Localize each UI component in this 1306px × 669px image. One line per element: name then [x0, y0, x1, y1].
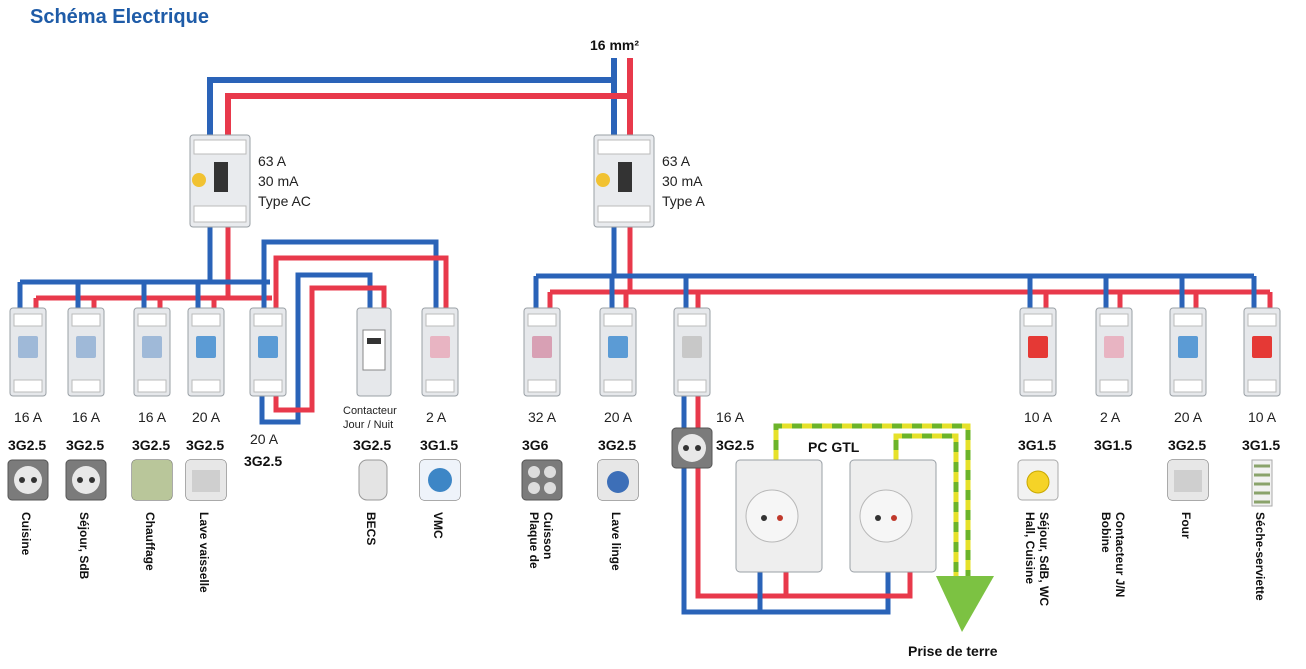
rcd-left — [189, 134, 251, 228]
earth-arrow-icon — [936, 576, 994, 632]
pc-gtl-label: PC GTL — [808, 439, 860, 455]
washing-machine-icon — [597, 459, 639, 501]
socket-icon — [65, 459, 107, 501]
breaker-rating: 20 A — [1174, 409, 1203, 425]
breakers — [9, 307, 1281, 397]
circuit-name: VMC — [431, 512, 445, 539]
main-feed-label: 16 mm² — [590, 37, 639, 53]
circuit-name: BECS — [364, 512, 378, 545]
rcd-right-sensitivity: 30 mA — [662, 173, 703, 189]
cable-size: 3G2.5 — [186, 437, 224, 453]
breaker-7 — [421, 307, 459, 397]
towel-rail-icon — [1251, 459, 1273, 507]
page-title: Schéma Electrique — [30, 6, 209, 28]
breaker-13 — [1169, 307, 1207, 397]
contactor-label: Contacteur — [343, 405, 397, 417]
cooktop-icon — [521, 459, 563, 501]
breaker-rating: 2 A — [1100, 409, 1121, 425]
breaker-rating: 20 A — [604, 409, 633, 425]
breaker-rating: 16 A — [14, 409, 43, 425]
water-heater-icon — [358, 459, 388, 501]
cable-size: 3G6 — [522, 437, 549, 453]
circuit-name: Séjour, SdB — [77, 512, 91, 580]
circuit-name: Séjour, SdB, WC — [1037, 512, 1051, 606]
breaker-rating: 20 A — [192, 409, 221, 425]
breaker-rating: 2 A — [426, 409, 447, 425]
rcd-left-type: Type AC — [258, 193, 311, 209]
light-icon — [1017, 459, 1059, 501]
breaker-10 — [673, 307, 711, 397]
breaker-rating: 16 A — [716, 409, 745, 425]
fan-icon — [419, 459, 461, 501]
earth-wire — [773, 423, 971, 580]
pc-gtl-socket-2 — [849, 459, 937, 573]
breaker-rating: 16 A — [72, 409, 101, 425]
breaker-5 — [249, 307, 287, 397]
breaker-1 — [9, 307, 47, 397]
cable-size: 3G2.5 — [8, 437, 46, 453]
cable-size: 3G2.5 — [244, 453, 282, 469]
socket-icon — [671, 427, 713, 469]
breaker-rating: 16 A — [138, 409, 167, 425]
circuit-name: Séche-serviette — [1253, 512, 1267, 601]
circuit-name: Contacteur J/N — [1113, 512, 1127, 597]
circuit-name: Four — [1179, 512, 1193, 539]
breaker-4 — [187, 307, 225, 397]
circuit-name: Cuisine — [19, 512, 33, 556]
cable-size: 3G2.5 — [598, 437, 636, 453]
right-bus — [533, 225, 1273, 615]
breaker-2 — [67, 307, 105, 397]
circuit-name: Lave linge — [609, 512, 623, 571]
earth-label: Prise de terre — [908, 643, 998, 659]
circuit-name: Chauffage — [143, 512, 157, 571]
cable-size: 3G2.5 — [716, 437, 754, 453]
contactor-label-2: Jour / Nuit — [343, 419, 393, 431]
main-feed-wires — [207, 58, 633, 140]
circuit-name: Lave vaisselle — [197, 512, 211, 593]
left-bus — [17, 225, 449, 425]
breaker-11 — [1019, 307, 1057, 397]
cable-size: 3G1.5 — [1018, 437, 1056, 453]
cable-size: 3G2.5 — [66, 437, 104, 453]
breaker-9 — [599, 307, 637, 397]
circuit-name: Hall, Cuisine — [1023, 512, 1037, 584]
cable-size: 3G1.5 — [420, 437, 458, 453]
circuit-name: Bobine — [1099, 512, 1113, 553]
radiator-icon — [131, 459, 173, 501]
breaker-rating: 10 A — [1248, 409, 1277, 425]
rcd-left-rating: 63 A — [258, 153, 287, 169]
dishwasher-icon — [185, 459, 227, 501]
breaker-6 — [356, 307, 392, 397]
cable-size: 3G2.5 — [132, 437, 170, 453]
rcd-left-sensitivity: 30 mA — [258, 173, 299, 189]
rcd-right — [593, 134, 655, 228]
circuit-name: Plaque de — [527, 512, 541, 569]
breaker-8 — [523, 307, 561, 397]
breaker-12 — [1095, 307, 1133, 397]
breaker-3 — [133, 307, 171, 397]
rcd-right-type: Type A — [662, 193, 705, 209]
socket-icon — [7, 459, 49, 501]
circuit-name: Cuisson — [541, 512, 555, 559]
oven-icon — [1167, 459, 1209, 501]
cable-size: 3G1.5 — [1242, 437, 1280, 453]
cable-size: 3G1.5 — [1094, 437, 1132, 453]
breaker-rating: 10 A — [1024, 409, 1053, 425]
breaker-rating: 20 A — [250, 431, 279, 447]
cable-size: 3G2.5 — [1168, 437, 1206, 453]
rcd-right-rating: 63 A — [662, 153, 691, 169]
breaker-14 — [1243, 307, 1281, 397]
cable-size: 3G2.5 — [353, 437, 391, 453]
breaker-rating: 32 A — [528, 409, 557, 425]
pc-gtl-socket-1 — [735, 459, 823, 573]
